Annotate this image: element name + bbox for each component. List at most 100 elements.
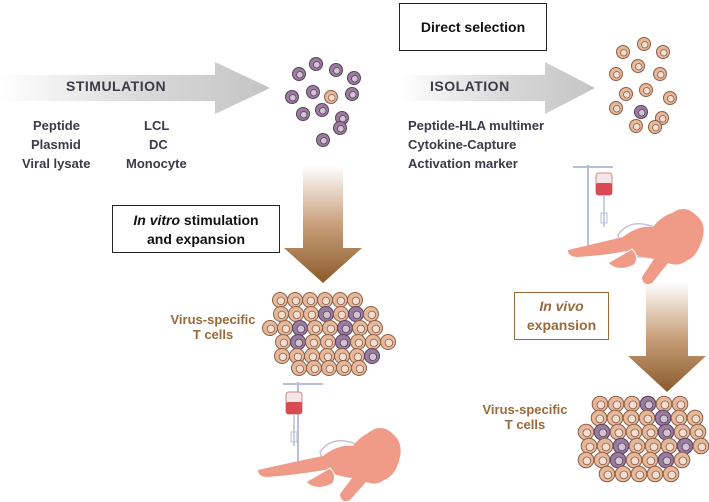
- antigen-peptide: Peptide: [33, 118, 80, 133]
- cell-nucleus: [691, 414, 701, 424]
- cell-nucleus: [323, 352, 333, 362]
- in-vivo-box: In vivo expansion: [514, 292, 609, 340]
- cell-nucleus: [296, 324, 306, 334]
- cell-nucleus: [643, 87, 651, 95]
- cell-nucleus: [617, 442, 627, 452]
- cell-nucleus: [353, 352, 363, 362]
- direct-selection-title: Direct selection: [420, 19, 526, 35]
- stimulation-arrow: [0, 62, 270, 114]
- cell-nucleus: [627, 414, 637, 424]
- cell-nucleus: [646, 456, 656, 466]
- in-vivo-italic: In vivo: [539, 298, 584, 314]
- cell-nucleus: [295, 364, 305, 374]
- cell-nucleus: [292, 310, 302, 320]
- left-result-label: Virus-specific T cells: [158, 312, 268, 342]
- cell-nucleus: [384, 338, 394, 348]
- cell-nucleus: [598, 456, 608, 466]
- cell-nucleus: [355, 364, 365, 374]
- cell-nucleus: [338, 352, 348, 362]
- cell-nucleus: [349, 91, 357, 99]
- right-result-line1: Virus-specific: [482, 402, 568, 417]
- cell-nucleus: [309, 338, 319, 348]
- cell-nucleus: [276, 296, 286, 306]
- cell-nucleus: [644, 400, 654, 410]
- cell-nucleus: [623, 91, 631, 99]
- in-vitro-italic: In vitro: [133, 212, 181, 228]
- left-result-line2: T cells: [192, 327, 234, 342]
- patient-in-bed-icon: [258, 382, 401, 502]
- expansion-arrow-left: [284, 165, 362, 283]
- cell-nucleus: [694, 428, 704, 438]
- direct-selection-box: Direct selection: [399, 3, 547, 51]
- cell-nucleus: [320, 137, 328, 145]
- cell-cluster-icon: [609, 37, 677, 134]
- cell-nucleus: [340, 364, 350, 374]
- in-vitro-line2: and expansion: [146, 231, 246, 247]
- cell-nucleus: [339, 338, 349, 348]
- cell-nucleus: [367, 310, 377, 320]
- cell-nucleus: [333, 67, 341, 75]
- cell-nucleus: [354, 338, 364, 348]
- cell-nucleus: [336, 296, 346, 306]
- cell-nucleus: [641, 41, 649, 49]
- cell-nucleus: [667, 95, 675, 103]
- cell-nucleus: [643, 414, 653, 424]
- cell-nucleus: [356, 324, 366, 334]
- right-result-label: Virus-specific T cells: [470, 402, 580, 432]
- cell-nucleus: [296, 71, 304, 79]
- cell-nucleus: [598, 428, 608, 438]
- cell-nucleus: [697, 442, 707, 452]
- cell-cluster-icon: [285, 57, 361, 147]
- cell-nucleus: [300, 111, 308, 119]
- cell-nucleus: [635, 470, 645, 480]
- in-vitro-line1: In vitro stimulation: [113, 211, 279, 230]
- cell-nucleus: [611, 414, 621, 424]
- cell-cluster-icon: [577, 395, 709, 483]
- cell-nucleus: [291, 296, 301, 306]
- cell-nucleus: [630, 456, 640, 466]
- in-vitro-box: In vitro stimulation and expansion: [112, 205, 280, 253]
- cell-nucleus: [630, 428, 640, 438]
- cell-nucleus: [646, 428, 656, 438]
- cell-nucleus: [662, 456, 672, 466]
- cell-nucleus: [601, 442, 611, 452]
- cell-nucleus: [614, 428, 624, 438]
- cell-nucleus: [281, 324, 291, 334]
- cell-nucleus: [313, 61, 321, 69]
- cell-nucleus: [635, 63, 643, 71]
- iv-drip-icon: [285, 391, 303, 446]
- cell-nucleus: [337, 125, 345, 133]
- cell-nucleus: [278, 352, 288, 362]
- cell-nucleus: [289, 94, 297, 102]
- cell-nucleus: [352, 310, 362, 320]
- antigen-viral-lysate: Viral lysate: [22, 156, 91, 171]
- cell-nucleus: [311, 324, 321, 334]
- method-multimer: Peptide-HLA multimer: [408, 118, 545, 133]
- cell-nucleus: [649, 442, 659, 452]
- cell-nucleus: [310, 89, 318, 97]
- cell-nucleus: [368, 352, 378, 362]
- in-vivo-line1: In vivo: [515, 297, 608, 316]
- cell-nucleus: [277, 310, 287, 320]
- expansion-arrow-right: [628, 282, 706, 392]
- cell-nucleus: [619, 470, 629, 480]
- cell-nucleus: [326, 324, 336, 334]
- isolation-arrow: [400, 62, 595, 114]
- isolation-label: ISOLATION: [430, 78, 510, 94]
- apc-dc: DC: [149, 137, 168, 152]
- cell-nucleus: [596, 400, 606, 410]
- cell-nucleus: [614, 456, 624, 466]
- cell-nucleus: [308, 352, 318, 362]
- cell-nucleus: [582, 428, 592, 438]
- cell-nucleus: [620, 49, 628, 57]
- cell-nucleus: [325, 364, 335, 374]
- cell-nucleus: [603, 470, 613, 480]
- cell-nucleus: [293, 352, 303, 362]
- cell-nucleus: [662, 428, 672, 438]
- cell-nucleus: [307, 310, 317, 320]
- cell-nucleus: [371, 324, 381, 334]
- method-activation-marker: Activation marker: [408, 156, 518, 171]
- cell-nucleus: [633, 442, 643, 452]
- cell-nucleus: [659, 414, 669, 424]
- cell-nucleus: [279, 338, 289, 348]
